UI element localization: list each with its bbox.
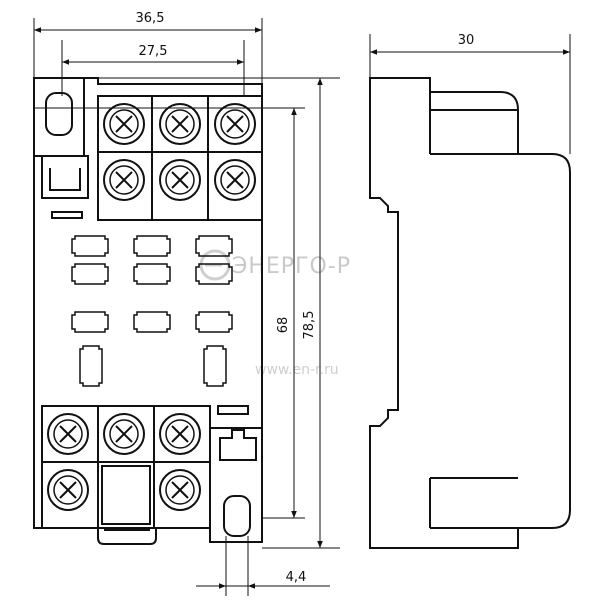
coil-slot — [203, 345, 227, 387]
top-latch-hole — [45, 92, 73, 136]
dim-overall-width: 36,5 — [136, 11, 165, 26]
side-profile — [369, 77, 571, 549]
dimension-lines — [33, 18, 571, 596]
contact-slot — [195, 235, 233, 257]
side-view — [369, 77, 571, 549]
contact-slot — [195, 263, 233, 285]
contact-slot — [195, 311, 233, 333]
screw-terminal — [159, 469, 201, 511]
dim-rail-offset: 4,4 — [286, 570, 307, 585]
watermark-url: www.en-r.ru — [255, 362, 339, 378]
screw-terminal — [47, 469, 89, 511]
dim-side-depth: 30 — [458, 33, 475, 48]
screw-terminal — [103, 159, 145, 201]
coil-slot — [79, 345, 103, 387]
screw-terminal — [103, 103, 145, 145]
contact-slot — [71, 263, 109, 285]
top-latch-tab — [41, 155, 89, 199]
front-view — [33, 77, 263, 545]
bottom-foot — [97, 528, 157, 545]
dim-inner-height: 68 — [276, 317, 291, 334]
bottom-latch — [209, 427, 263, 543]
label-slot-bottom — [217, 405, 249, 415]
empty-terminal-cell — [101, 465, 151, 525]
screw-terminal — [159, 159, 201, 201]
dim-overall-height: 78,5 — [302, 311, 317, 340]
bottom-latch-hole — [223, 495, 251, 537]
contact-slots — [71, 235, 233, 387]
screw-terminal — [47, 413, 89, 455]
brand-logo — [199, 249, 231, 281]
watermark-brand: ЭНЕРГО-Р — [232, 254, 351, 279]
front-body-outline — [33, 77, 263, 543]
screw-terminal — [103, 413, 145, 455]
contact-slot — [133, 263, 171, 285]
screw-terminal — [159, 413, 201, 455]
screw-terminal — [159, 103, 201, 145]
watermark: ЭНЕРГО-Р www.en-r.ru — [199, 249, 351, 378]
contact-slot — [133, 235, 171, 257]
contact-slot — [71, 235, 109, 257]
top-terminal-block — [97, 95, 263, 221]
screw-terminal — [214, 103, 256, 145]
contact-slot — [133, 311, 171, 333]
top-latch — [33, 77, 85, 157]
screw-terminal — [214, 159, 256, 201]
dim-terminal-width: 27,5 — [139, 44, 168, 59]
label-slot-top — [51, 211, 83, 219]
contact-slot — [71, 311, 109, 333]
screw-terminals — [47, 103, 256, 511]
dimension-labels: 36,5 27,5 30 68 78,5 4,4 — [136, 11, 475, 585]
